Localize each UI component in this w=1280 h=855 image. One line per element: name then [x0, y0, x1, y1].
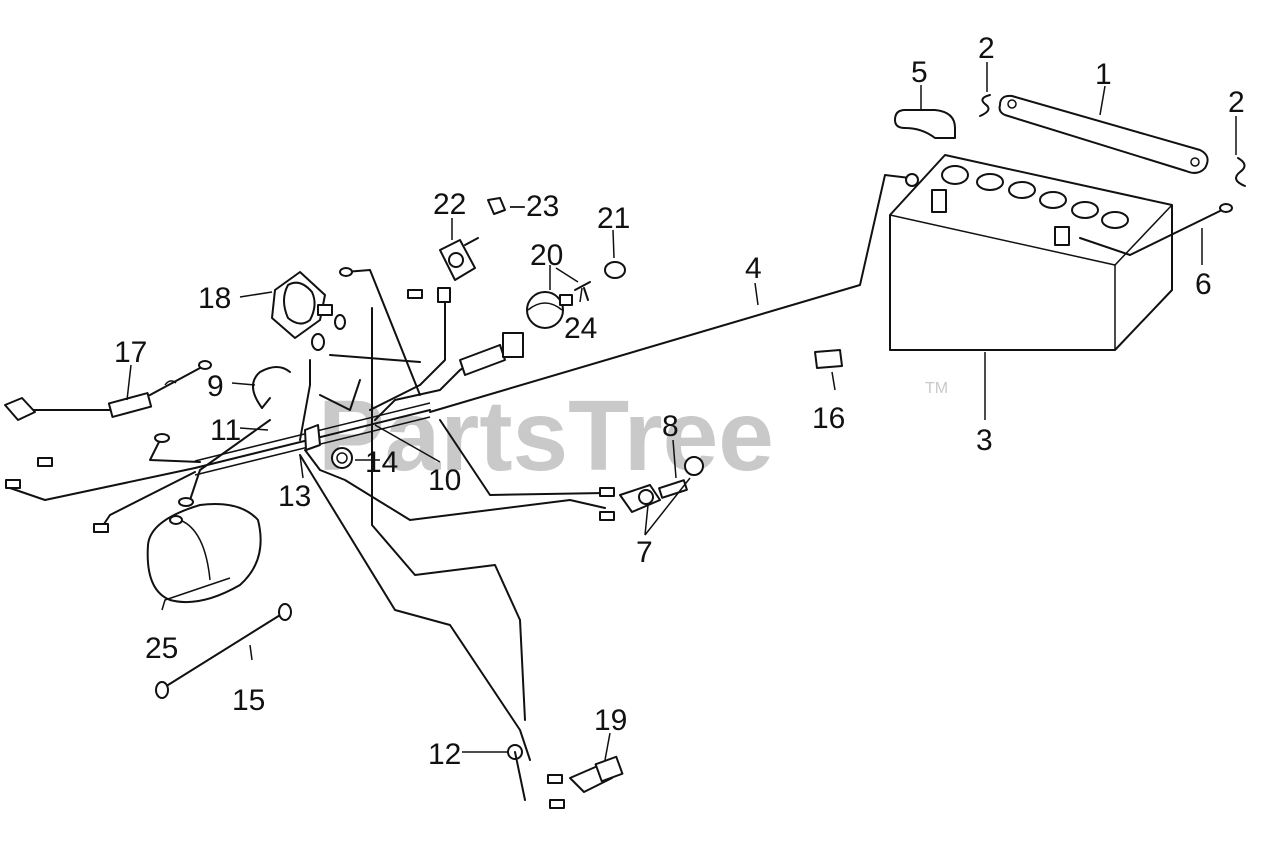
- negative-cable-ring-terminal: [1219, 203, 1233, 213]
- callout-12: 12: [428, 738, 461, 771]
- harness-connector-plug: [459, 332, 524, 376]
- ground-strap-end-a: [155, 681, 169, 699]
- light-switch-nut[interactable]: [604, 261, 626, 279]
- callout-4: 4: [745, 252, 762, 285]
- callout-8: 8: [662, 410, 679, 443]
- headlight-bulb[interactable]: [684, 456, 704, 476]
- main-wiring-harness[interactable]: [9, 269, 606, 761]
- ignition-switch-nut[interactable]: [487, 197, 506, 215]
- ground-strap-end-b: [278, 603, 292, 621]
- fuse[interactable]: [814, 349, 843, 369]
- callout-3: 3: [976, 424, 993, 457]
- positive-battery-cable[interactable]: [429, 174, 911, 413]
- callout-5: 5: [911, 56, 928, 89]
- switch-knob-pin[interactable]: [574, 281, 591, 301]
- starter-solenoid[interactable]: [271, 271, 333, 339]
- callout-1: 1: [1095, 58, 1112, 91]
- fuel-tank[interactable]: [146, 503, 262, 604]
- callout-14: 14: [365, 446, 398, 479]
- callout-10: 10: [428, 464, 461, 497]
- tail-light-socket[interactable]: [569, 755, 624, 793]
- j-bolt-left[interactable]: [979, 94, 991, 117]
- callout-11: 11: [210, 414, 241, 447]
- callout-13: 13: [278, 480, 311, 513]
- j-bolt-right[interactable]: [1235, 157, 1246, 187]
- ignition-lead[interactable]: [4, 360, 212, 421]
- battery-hold-down-bar[interactable]: [998, 94, 1209, 174]
- callout-15: 15: [232, 684, 265, 717]
- headlight-socket-assembly[interactable]: [619, 479, 688, 513]
- callout-20: 20: [530, 239, 563, 272]
- leader-lines: [126, 62, 1237, 761]
- callout-24: 24: [564, 312, 597, 345]
- callout-6: 6: [1195, 268, 1212, 301]
- battery-terminal-negative: [1054, 226, 1070, 246]
- watermark-trademark: TM: [925, 380, 948, 397]
- positive-cable-ring-terminal: [905, 173, 919, 187]
- battery-cell-caps: [976, 173, 1129, 229]
- callout-7: 7: [636, 536, 653, 569]
- harness-clip-tail: [261, 397, 271, 409]
- tail-light-lead: [514, 751, 526, 801]
- battery-terminal-positive: [931, 189, 947, 213]
- negative-battery-cable[interactable]: [1079, 209, 1223, 256]
- callout-9: 9: [207, 370, 224, 403]
- callout-18: 18: [198, 282, 231, 315]
- harness-clip[interactable]: [252, 366, 291, 409]
- harness-terminals: [5, 267, 615, 809]
- harness-clamp[interactable]: [304, 424, 321, 451]
- grommet[interactable]: [331, 447, 353, 469]
- terminal-boot[interactable]: [894, 109, 956, 139]
- callout-2a: 2: [978, 32, 995, 65]
- callout-23: 23: [526, 190, 559, 223]
- ignition-switch[interactable]: [439, 237, 479, 281]
- callout-25: 25: [145, 632, 178, 665]
- callout-21: 21: [597, 202, 630, 235]
- callout-2b: 2: [1228, 86, 1245, 119]
- light-switch[interactable]: [526, 291, 573, 329]
- callout-17: 17: [114, 336, 147, 369]
- callout-19: 19: [594, 704, 627, 737]
- vent-cap: [941, 165, 969, 185]
- battery[interactable]: [889, 154, 1173, 351]
- callout-22: 22: [433, 188, 466, 221]
- callout-16: 16: [812, 402, 845, 435]
- ground-strap[interactable]: [159, 611, 286, 691]
- callout-numbers: 1 2 2 3 4 5 6 7 8 9 10 11 12 13 14 15 16…: [114, 32, 1245, 771]
